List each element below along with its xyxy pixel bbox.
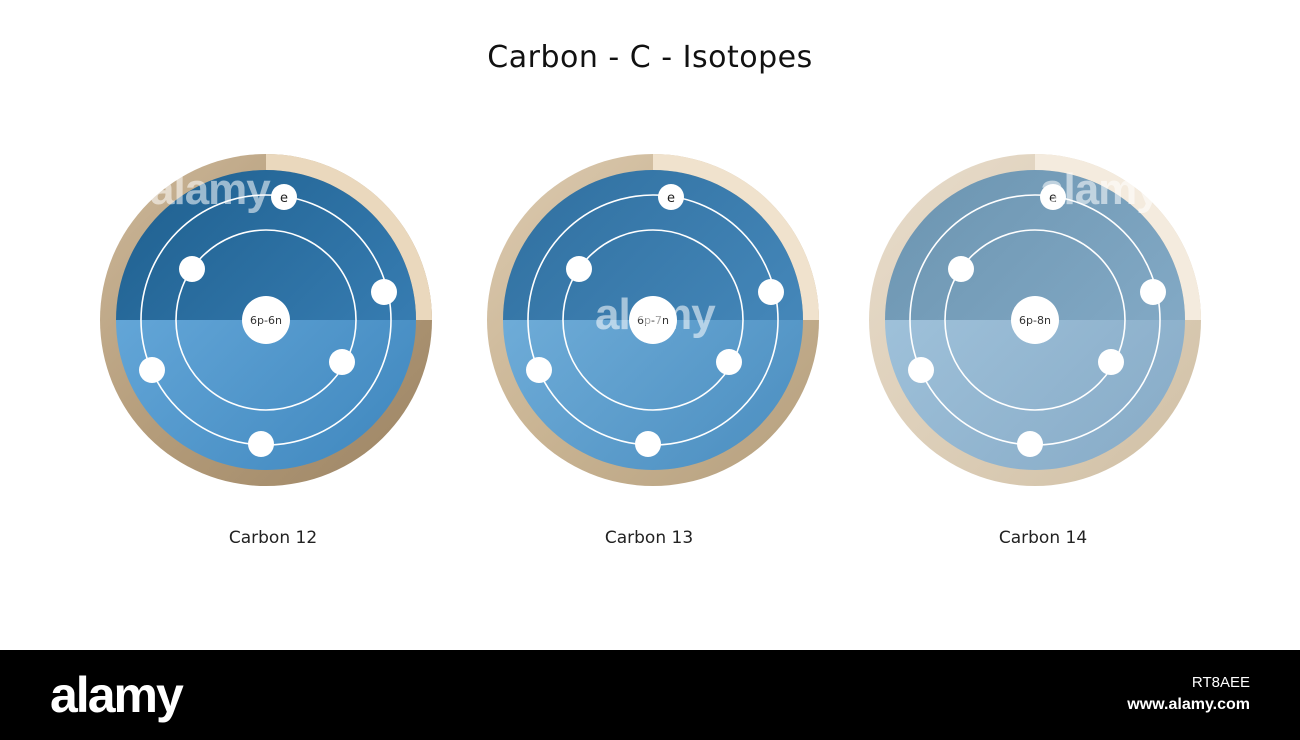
- atom-label-carbon-14: Carbon 14: [998, 528, 1088, 548]
- electron: [566, 256, 592, 282]
- nucleus: [1011, 296, 1059, 344]
- page-title: Carbon - C - Isotopes: [487, 40, 813, 75]
- disc-top-half: [503, 170, 803, 320]
- electron-label: e: [1049, 191, 1057, 206]
- electron: [179, 256, 205, 282]
- electron: [1040, 184, 1066, 210]
- atom-label-carbon-12: Carbon 12: [228, 528, 318, 548]
- nucleus-label: 6p-6n: [250, 314, 282, 327]
- electron: [1140, 279, 1166, 305]
- atom-carbon-13: 6p-7n e: [486, 153, 820, 487]
- electron: [271, 184, 297, 210]
- atom-carbon-12: 6p-6n e: [99, 153, 433, 487]
- image-id: RT8AEE: [1191, 674, 1250, 691]
- electron: [908, 357, 934, 383]
- inner-orbit: [944, 229, 1126, 411]
- electron: [635, 431, 661, 457]
- ring-highlight: [1035, 154, 1201, 320]
- electron: [371, 279, 397, 305]
- disc-top-half: [116, 170, 416, 320]
- footer-logo: alamy: [50, 667, 184, 723]
- electron: [329, 349, 355, 375]
- electron: [526, 357, 552, 383]
- nucleus-label: 6p-8n: [1019, 314, 1051, 327]
- atom-diagram-carbon-12: 6p-6n e: [100, 154, 432, 486]
- electron-label: e: [280, 191, 288, 206]
- electron: [716, 349, 742, 375]
- atom-label-carbon-13: Carbon 13: [604, 528, 694, 548]
- footer-bar: alamy RT8AEE www.alamy.com: [0, 650, 1300, 740]
- electron: [248, 431, 274, 457]
- electron: [658, 184, 684, 210]
- electron-label: e: [667, 191, 675, 206]
- inner-orbit: [175, 229, 357, 411]
- ring-highlight: [653, 154, 819, 320]
- atom-carbon-14: 6p-8n e: [868, 153, 1202, 487]
- nucleus: [629, 296, 677, 344]
- nucleus: [242, 296, 290, 344]
- footer-url[interactable]: www.alamy.com: [1127, 696, 1250, 713]
- nucleus-label: 6p-7n: [637, 314, 669, 327]
- ring-highlight: [266, 154, 432, 320]
- disc-top-half: [885, 170, 1185, 320]
- electron: [758, 279, 784, 305]
- inner-orbit: [562, 229, 744, 411]
- atom-diagram-carbon-13: 6p-7n e: [487, 154, 819, 486]
- electron: [139, 357, 165, 383]
- electron: [1017, 431, 1043, 457]
- electron: [1098, 349, 1124, 375]
- atom-diagram-carbon-14: 6p-8n e: [869, 154, 1201, 486]
- electron: [948, 256, 974, 282]
